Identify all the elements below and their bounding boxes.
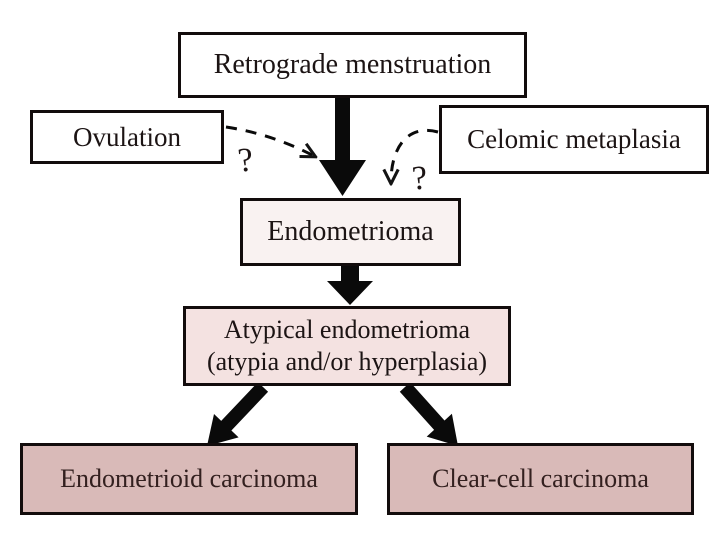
arrow-endometrioma-to-atypical xyxy=(327,264,373,305)
node-label: Endometrioma xyxy=(267,215,434,247)
node-label: Celomic metaplasia xyxy=(467,124,681,155)
node-endometrioid-carcinoma: Endometrioid carcinoma xyxy=(20,443,358,515)
node-ovulation: Ovulation xyxy=(30,110,224,164)
arrow-atypical-to-clearcell xyxy=(399,382,458,446)
node-label: Endometrioid carcinoma xyxy=(60,464,318,494)
arrow-atypical-to-endometrioid xyxy=(207,382,269,446)
node-label: Clear-cell carcinoma xyxy=(432,464,649,494)
question-mark-celomic: ? xyxy=(410,159,429,198)
node-celomic-metaplasia: Celomic metaplasia xyxy=(439,105,709,174)
node-label: Ovulation xyxy=(73,121,181,152)
node-label-line1: Atypical endometrioma xyxy=(223,315,471,345)
question-mark-ovulation: ? xyxy=(236,141,255,180)
node-clear-cell-carcinoma: Clear-cell carcinoma xyxy=(387,443,694,515)
node-atypical-endometrioma: Atypical endometrioma (atypia and/or hyp… xyxy=(183,306,511,386)
node-endometrioma: Endometrioma xyxy=(240,198,461,266)
arrow-retrograde-to-endometrioma xyxy=(319,97,366,196)
node-label-line2: (atypia and/or hyperplasia) xyxy=(206,347,488,376)
node-label: Retrograde menstruation xyxy=(213,48,492,80)
node-retrograde-menstruation: Retrograde menstruation xyxy=(178,32,527,98)
